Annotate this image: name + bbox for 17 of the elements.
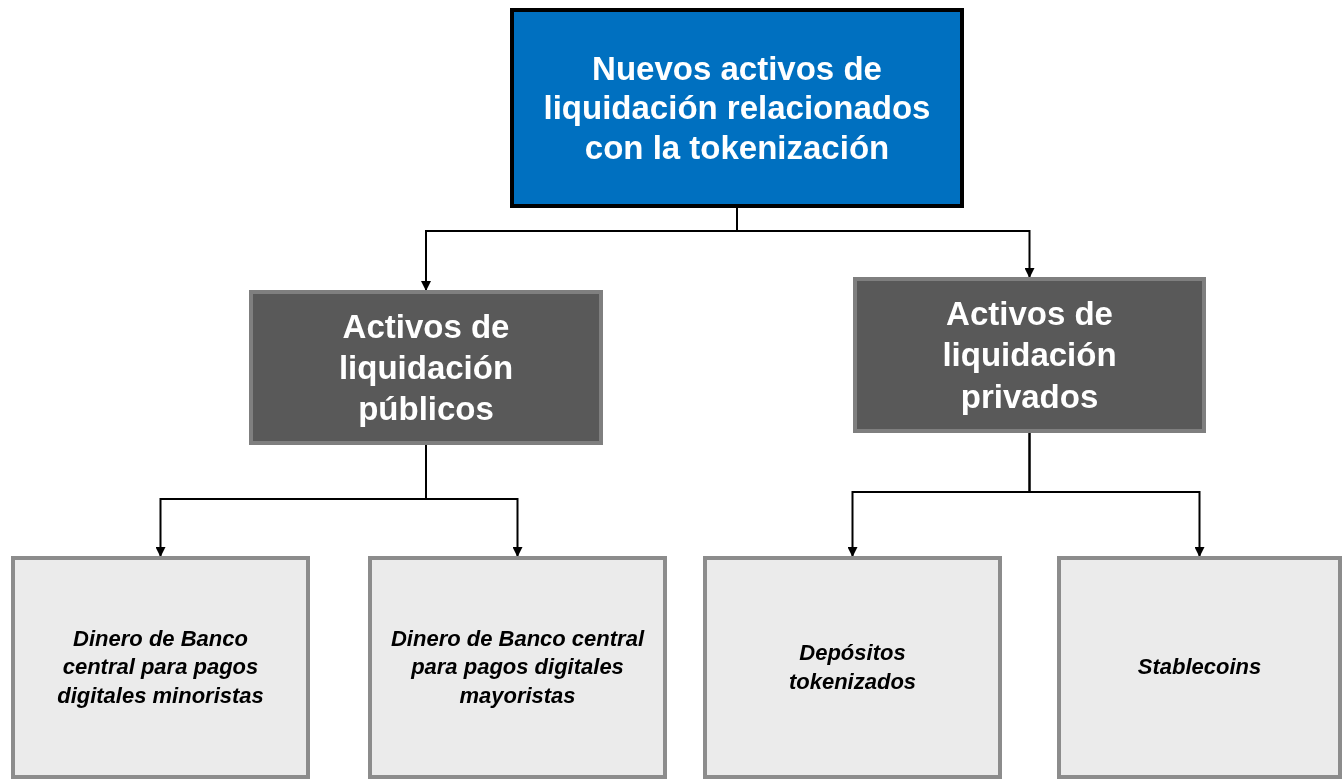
arrow [425,444,523,557]
node-label: Depósitos tokenizados [787,638,918,696]
arrow [736,207,1035,278]
node-label: Activos de liquidación públicos [337,306,515,430]
item-box [703,556,1002,779]
item-box [11,556,310,779]
node-label: Nuevos activos de liquidación relacionados con la tokenización [542,48,932,168]
node-label: Activos de liquidación privados [941,294,1118,417]
node-label: Dinero de Banco central para pagos digitales minoristas [56,624,265,710]
node-label: Stablecoins [1137,653,1262,682]
category-box [853,277,1206,433]
category-box [249,290,603,445]
item-box [368,556,667,779]
title-box [510,8,964,208]
arrow [1028,432,1205,557]
node-label: Dinero de Banco central para pagos digitales mayoristas [389,624,646,710]
item-box [1057,556,1342,779]
